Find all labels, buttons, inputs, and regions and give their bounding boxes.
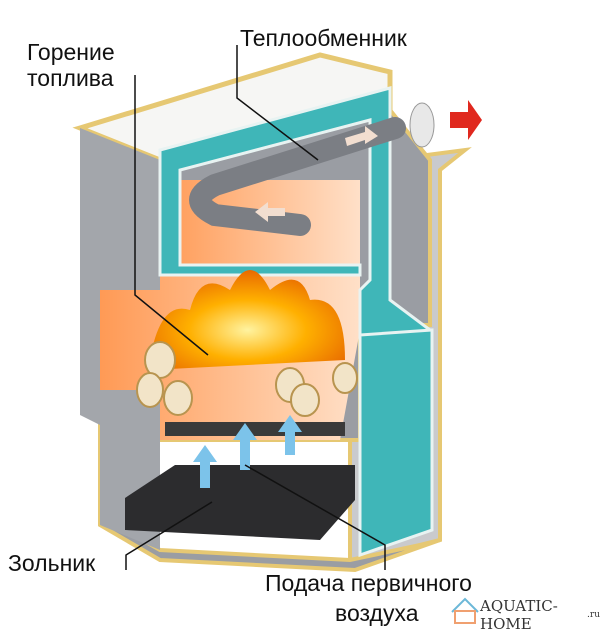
label-ash-pit: Зольник (8, 550, 96, 576)
flow-arrow-icon (255, 202, 285, 222)
water-jacket (158, 86, 432, 342)
firewood-logs (136, 341, 358, 417)
label-heat-exchanger: Теплообменник (240, 25, 407, 51)
leader-line-primary-air (244, 464, 386, 570)
air-arrow-icon (193, 415, 302, 488)
flow-arrow-icon (345, 126, 378, 146)
heat-exchanger-pipe (189, 117, 406, 236)
ash-pan (125, 465, 355, 540)
leader-line-ash-pit (125, 501, 213, 570)
watermark-name: AQUATIC-HOME (480, 597, 558, 633)
label-combustion-line1: Горение (27, 39, 115, 65)
exhaust-arrow-icon (450, 100, 482, 140)
leader-line-combustion (134, 75, 209, 356)
leader-line-heat-exchanger (236, 45, 319, 161)
label-combustion: Горение топлива (27, 39, 115, 91)
watermark-house-icon (451, 597, 479, 624)
label-primary-air-line1: Подача первичного (265, 570, 472, 596)
grate (165, 422, 345, 436)
flue-outlet (409, 102, 435, 148)
fire-flames (150, 270, 345, 370)
label-combustion-line2: топлива (27, 65, 114, 91)
watermark: AQUATIC-HOME .ru (480, 597, 600, 633)
watermark-tld: .ru (587, 610, 600, 620)
label-primary-air-line2: воздуха (335, 600, 419, 626)
